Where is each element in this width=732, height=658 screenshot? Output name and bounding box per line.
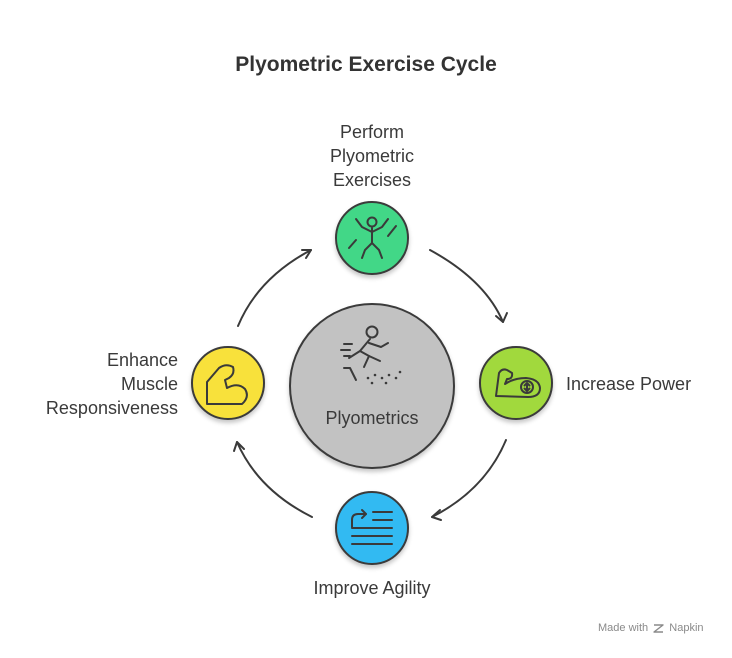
arrowhead-right-to-bottom (431, 509, 442, 521)
arrowhead-top-to-right (495, 312, 508, 323)
node-perform-exercises (335, 201, 409, 275)
long-jump-icon (340, 325, 402, 385)
node-label-perform-exercises: Perform Plyometric Exercises (329, 122, 414, 190)
node-label-muscle-responsiveness: Enhance Muscle Responsiveness (45, 350, 178, 418)
arrowhead-left-to-top (301, 249, 312, 259)
jumping-person-icon (348, 216, 397, 259)
agility-list-icon (351, 509, 393, 545)
watermark: Made with Napkin (598, 622, 718, 634)
node-muscle-responsiveness (191, 346, 265, 420)
arrow-right-to-bottom (431, 439, 507, 518)
center-label: Plyometrics (325, 408, 419, 428)
page-title: Plyometric Exercise Cycle (235, 53, 497, 76)
arrow-bottom-to-left (236, 441, 313, 518)
center-node (289, 303, 455, 469)
arrow-left-to-top (237, 249, 312, 327)
arrow-top-to-right (429, 249, 504, 323)
flexed-arm-icon (495, 368, 541, 398)
node-increase-power (479, 346, 553, 420)
watermark-prefix: Made with (598, 622, 649, 635)
node-improve-agility (335, 491, 409, 565)
node-label-increase-power: Increase Power (566, 374, 692, 394)
node-label-improve-agility: Improve Agility (313, 578, 431, 598)
napkin-logo-icon (653, 623, 664, 633)
watermark-brand: Napkin (669, 622, 704, 635)
arrowhead-bottom-to-left (233, 441, 245, 452)
bicep-icon (206, 364, 248, 405)
